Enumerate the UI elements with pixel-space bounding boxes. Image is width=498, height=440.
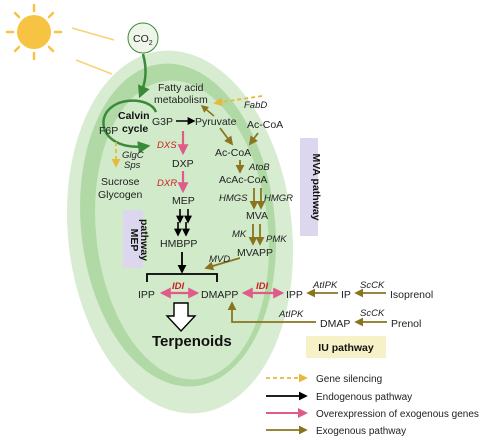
- dxr-label: DXR: [157, 178, 177, 189]
- idi-label-1: IDI: [172, 281, 185, 292]
- ip-label: IP: [341, 289, 351, 301]
- mep-pathway-box: [123, 210, 143, 268]
- accoa-top-to-accoa-arrow: [248, 132, 259, 146]
- ac-coa-top-label: Ac-CoA: [247, 119, 283, 131]
- fatty-acid-label-1: Fatty acid: [158, 82, 204, 94]
- atob-label: AtoB: [248, 162, 270, 173]
- g3p-label: G3P: [152, 116, 173, 128]
- hmgr-label: HMGR: [264, 193, 293, 204]
- co2-arrow: [138, 53, 150, 99]
- iu-pathway-label: IU pathway: [318, 342, 374, 354]
- legend-label-overexpression: Overexpression of exogenous genes: [316, 409, 479, 420]
- hmgs-label: HMGS: [219, 193, 248, 204]
- sps-label: Sps: [124, 160, 141, 171]
- ipp-ext-label: IPP: [286, 289, 303, 301]
- dmap-to-dmapp-arrow: [227, 301, 316, 323]
- legend-label-exogenous: Exogenous pathway: [316, 426, 406, 437]
- calvin-label-2: cycle: [122, 123, 148, 135]
- mva-pathway-label: MVA pathway: [310, 153, 322, 220]
- pmk-label: PMK: [266, 234, 287, 245]
- branch-bracket: [146, 273, 218, 282]
- mvd-label: MVD: [209, 254, 230, 265]
- acac-coa-label: AcAc-CoA: [219, 174, 267, 186]
- dmap-label: DMAP: [320, 318, 350, 330]
- calvin-cycle-loop: [102, 99, 158, 154]
- glycogen-label: Glycogen: [98, 189, 143, 201]
- prenol-label: Prenol: [391, 318, 421, 330]
- isoprenol-label: Isoprenol: [390, 289, 433, 301]
- atipk-label-2: AtIPK: [278, 309, 304, 320]
- pyruvate-to-fatty-arrow: [200, 105, 215, 117]
- idi-label-2: IDI: [256, 281, 269, 292]
- glgc-label: GlgC: [122, 150, 144, 161]
- mva-pathway-box: [300, 138, 318, 236]
- fabd-label: FabD: [244, 100, 267, 111]
- pyruvate-label: Pyruvate: [195, 116, 237, 128]
- iu-pathway-box: [306, 336, 386, 358]
- f6p-label: F6P: [99, 125, 118, 137]
- co2-label: CO2: [133, 33, 153, 47]
- atipk-label-1: AtIPK: [312, 280, 338, 291]
- calvin-label-1: Calvin: [118, 110, 150, 122]
- hmbpp-label: HMBPP: [160, 238, 197, 250]
- legend-label-endogenous: Endogenous pathway: [316, 392, 412, 403]
- mk-label: MK: [232, 229, 247, 240]
- mvapp-label: MVAPP: [237, 247, 273, 259]
- ac-coa-label: Ac-CoA: [215, 147, 251, 159]
- sun-icon: [5, 3, 115, 75]
- mep-pathway-label: MEP: [128, 229, 140, 252]
- dxp-label: DXP: [172, 158, 194, 170]
- legend: Gene silencing Endogenous pathway Overex…: [266, 373, 479, 437]
- terpenoids-arrow: [165, 302, 197, 333]
- mva-label: MVA: [246, 210, 268, 222]
- dxs-label: DXS: [157, 140, 177, 151]
- co2-bubble: [127, 22, 159, 54]
- legend-label-gene-silencing: Gene silencing: [316, 374, 382, 385]
- sucrose-label: Sucrose: [101, 176, 140, 188]
- actopyr-to-accoa-arrow: [219, 127, 234, 146]
- dmapp-label: DMAPP: [201, 289, 238, 301]
- scck-label-2: ScCK: [360, 308, 385, 319]
- mep-pathway-label-2: pathway: [138, 219, 150, 261]
- fabd-silencing-arrow: [213, 95, 263, 107]
- scck-label-1: ScCK: [360, 280, 385, 291]
- mep-label: MEP: [172, 195, 195, 207]
- terpenoids-label: Terpenoids: [152, 333, 232, 350]
- mvd-arrow: [204, 257, 241, 271]
- fatty-acid-label-2: metabolism: [154, 94, 208, 106]
- ipp-label: IPP: [138, 289, 155, 301]
